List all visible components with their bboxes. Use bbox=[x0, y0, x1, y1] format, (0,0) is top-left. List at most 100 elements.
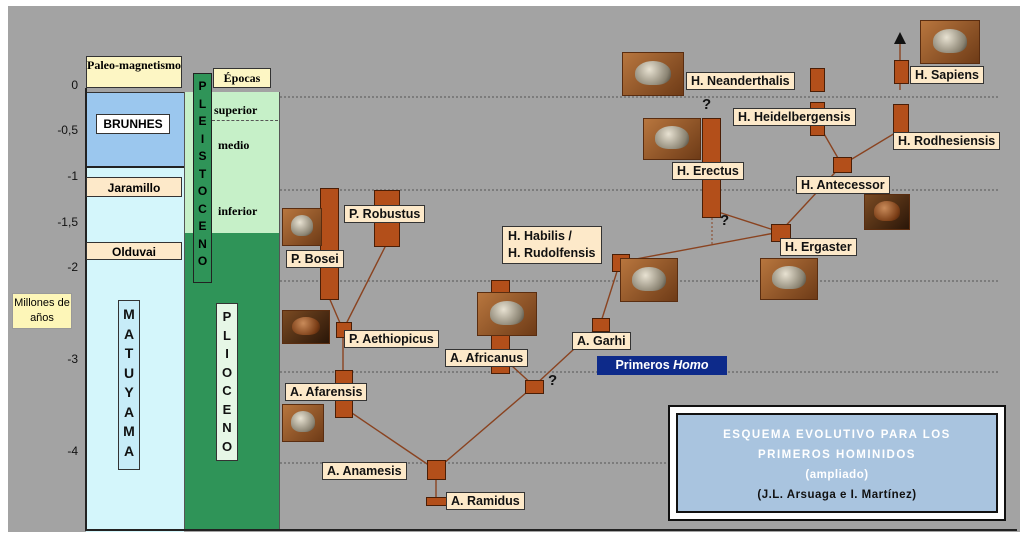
vertical-letter: I bbox=[200, 131, 205, 146]
vertical-letter: O bbox=[197, 184, 208, 198]
label-a-ramidus: A. Ramidus bbox=[446, 492, 525, 510]
label-h-heidelbergensis: H. Heidelbergensis bbox=[733, 108, 856, 126]
label-a-africanus: A. Africanus bbox=[445, 349, 529, 367]
label-a-anamensis: A. Anamesis bbox=[322, 462, 407, 480]
vertical-letter: S bbox=[198, 149, 207, 163]
label-h-habilis: H. Habilis / H. Rudolfensis bbox=[502, 226, 602, 264]
bar-a-ramidus bbox=[426, 497, 447, 506]
scheme-title-inner: ESQUEMA EVOLUTIVO PARA LOS PRIMEROS HOMI… bbox=[676, 413, 998, 513]
skull-photo-icon bbox=[622, 52, 684, 96]
skull-photo-icon bbox=[643, 118, 701, 160]
label-h-habilis-line1: H. Habilis / bbox=[508, 229, 572, 243]
y-axis-label: Millones de años bbox=[12, 293, 72, 329]
bar-a-garhi bbox=[592, 318, 610, 332]
vertical-letter: T bbox=[124, 345, 134, 361]
brunhes-label: BRUNHES bbox=[96, 114, 170, 134]
label-h-ergaster: H. Ergaster bbox=[780, 238, 857, 256]
vertical-letter: A bbox=[123, 403, 135, 420]
primeros-homo-prefix: Primeros bbox=[615, 358, 674, 372]
label-a-garhi: A. Garhi bbox=[572, 332, 631, 350]
primeros-homo-label: Primeros Homo bbox=[597, 356, 727, 375]
vertical-letter: U bbox=[123, 364, 135, 381]
medio-label: medio bbox=[218, 138, 250, 152]
vertical-letter: A bbox=[123, 442, 135, 459]
label-h-antecessor: H. Antecessor bbox=[796, 176, 890, 194]
skull-photo-icon bbox=[282, 404, 324, 442]
primeros-homo-italic: Homo bbox=[673, 358, 709, 372]
x-axis-line bbox=[85, 529, 1017, 531]
vertical-letter: P bbox=[198, 79, 207, 93]
skull-photo-icon bbox=[920, 20, 980, 64]
y-tick-3: -3 bbox=[67, 352, 78, 366]
vertical-letter: O bbox=[221, 364, 233, 380]
skull-photo-icon bbox=[282, 208, 322, 246]
label-h-sapiens: H. Sapiens bbox=[910, 66, 984, 84]
vertical-letter: E bbox=[198, 219, 207, 233]
inferior-label: inferior bbox=[218, 204, 258, 218]
bar-h-neanderthalis bbox=[810, 68, 825, 92]
paleomagnetism-header: Paleo-magnetismo bbox=[86, 56, 182, 88]
skull-photo-icon bbox=[282, 310, 330, 344]
up-arrow-icon bbox=[894, 32, 906, 44]
vertical-letter: C bbox=[198, 201, 207, 216]
scheme-title-box: ESQUEMA EVOLUTIVO PARA LOS PRIMEROS HOMI… bbox=[668, 405, 1006, 521]
label-h-habilis-line2: H. Rudolfensis bbox=[508, 246, 596, 260]
label-p-robustus: P. Robustus bbox=[344, 205, 426, 223]
y-tick-1-5: -1,5 bbox=[57, 215, 78, 229]
question-mark-erectus-bottom: ? bbox=[720, 212, 730, 229]
y-axis-line bbox=[85, 88, 87, 530]
y-tick-4: -4 bbox=[67, 444, 78, 458]
bar-a-anamensis bbox=[427, 460, 446, 480]
label-h-neanderthalis: H. Neanderthalis bbox=[686, 72, 795, 90]
epochs-header: Épocas bbox=[213, 68, 271, 88]
vertical-letter: M bbox=[123, 306, 135, 322]
superior-label: superior bbox=[214, 103, 258, 117]
vertical-letter: L bbox=[223, 327, 231, 343]
label-h-rodhesiensis: H. Rodhesiensis bbox=[893, 132, 1001, 150]
label-p-aethiopicus: P. Aethiopicus bbox=[344, 330, 439, 348]
y-tick-0: 0 bbox=[71, 78, 78, 92]
label-p-bosei: P. Bosei bbox=[286, 250, 344, 268]
vertical-letter: O bbox=[197, 254, 208, 268]
scheme-line2: PRIMEROS HOMINIDOS bbox=[758, 449, 916, 461]
bar-a-transition bbox=[525, 380, 544, 394]
superior-divider bbox=[212, 120, 278, 122]
bar-p-bosei bbox=[320, 188, 339, 300]
y-tick-2: -2 bbox=[67, 260, 78, 274]
y-tick-0-5: -0,5 bbox=[57, 123, 78, 137]
vertical-letter: A bbox=[123, 325, 135, 342]
question-mark-erectus-top: ? bbox=[702, 96, 712, 113]
label-h-erectus: H. Erectus bbox=[672, 162, 744, 180]
epoch-column-divider bbox=[184, 92, 185, 530]
epoch-column-right-edge bbox=[279, 92, 280, 530]
vertical-letter: E bbox=[222, 401, 232, 417]
vertical-letter: M bbox=[123, 423, 135, 439]
vertical-letter: E bbox=[198, 114, 207, 128]
vertical-letter: O bbox=[221, 438, 233, 454]
vertical-letter: N bbox=[198, 236, 207, 251]
scheme-line1: ESQUEMA EVOLUTIVO PARA LOS bbox=[723, 429, 951, 441]
scheme-line4: (J.L. Arsuaga e I. Martínez) bbox=[757, 489, 917, 501]
skull-photo-icon bbox=[477, 292, 537, 336]
vertical-letter: T bbox=[198, 166, 207, 181]
label-a-afarensis: A. Afarensis bbox=[285, 383, 368, 401]
vertical-letter: Y bbox=[124, 384, 134, 400]
vertical-letter: N bbox=[222, 420, 232, 435]
vertical-letter: P bbox=[222, 309, 232, 324]
skull-photo-icon bbox=[620, 258, 678, 302]
vertical-letter: L bbox=[198, 96, 207, 111]
jaramillo-label: Jaramillo bbox=[86, 177, 182, 197]
vertical-letter: I bbox=[225, 346, 229, 361]
y-tick-1: -1 bbox=[67, 169, 78, 183]
question-mark-transition: ? bbox=[548, 372, 558, 389]
vertical-letter: C bbox=[222, 383, 232, 398]
olduvai-label: Olduvai bbox=[86, 242, 182, 260]
bar-h-antecessor bbox=[833, 157, 852, 173]
